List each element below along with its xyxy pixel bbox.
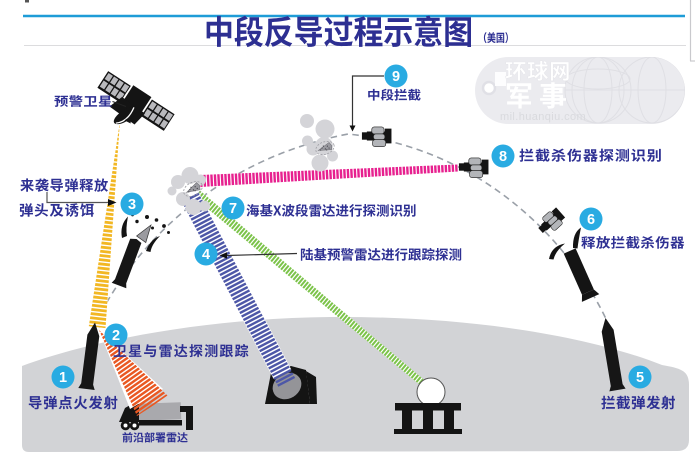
svg-text:6: 6 (587, 212, 595, 228)
svg-text:3: 3 (128, 197, 136, 213)
svg-text:2: 2 (112, 328, 120, 344)
svg-text:8: 8 (499, 149, 507, 165)
svg-text:7: 7 (229, 201, 237, 217)
svg-text:mil.huanqiu.com: mil.huanqiu.com (500, 111, 586, 123)
svg-text:1: 1 (59, 370, 67, 386)
svg-text:5: 5 (636, 370, 644, 386)
svg-text:9: 9 (392, 69, 400, 85)
svg-text:4: 4 (202, 247, 210, 263)
